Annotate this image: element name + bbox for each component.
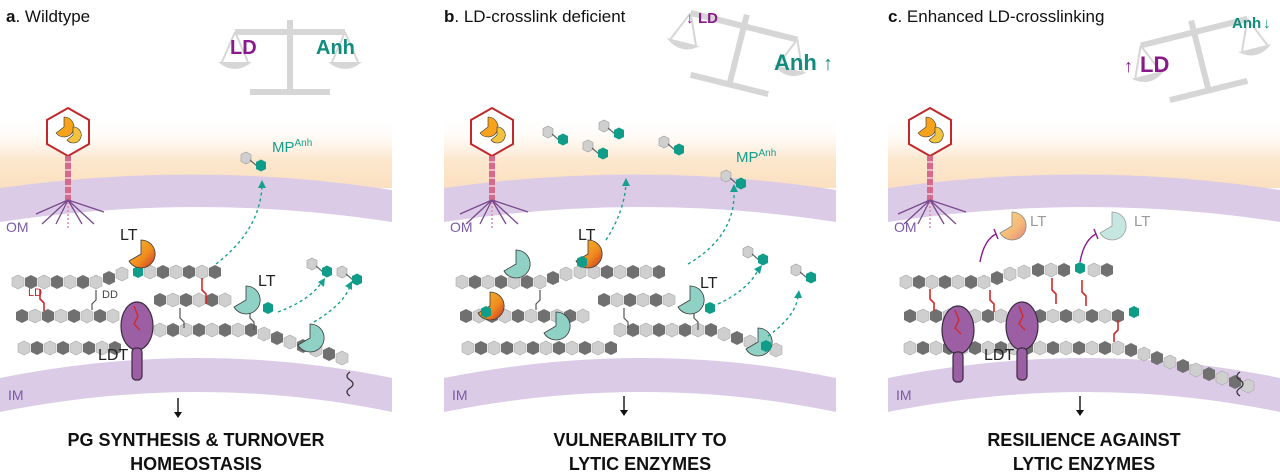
caption-line1: RESILIENCE AGAINST: [987, 430, 1180, 450]
scale-ld-label: LD: [230, 37, 257, 59]
arrowheads: [622, 178, 802, 298]
panel-c-title: c. Enhanced LD-crosslinking: [888, 7, 1104, 26]
panel-a: OM IM a. Wildtype LD Anh MPAnh LD DD: [0, 7, 392, 474]
caption-line2: HOMEOSTASIS: [130, 454, 262, 474]
ldt-enzyme: [120, 301, 154, 381]
lt-label-faded: LT: [1030, 213, 1046, 230]
lt-enzyme: [233, 285, 261, 315]
inner-membrane: [0, 358, 392, 412]
caption-line2: LYTIC ENZYMES: [569, 454, 711, 474]
dd-crosslink-label: DD: [102, 289, 118, 301]
scale-ld-label: LD: [1140, 52, 1169, 77]
panel-b-title: b. LD-crosslink deficient: [444, 7, 626, 26]
arrowheads: [258, 180, 352, 290]
lt-label-2: LT: [258, 273, 276, 290]
ld-up-arrow-icon: ↑: [1124, 56, 1133, 76]
scale-anh-label: Anh: [316, 37, 355, 59]
ldt-enzyme: [941, 305, 975, 383]
lt-enzyme-inactive: [999, 211, 1027, 241]
scale-ld-label: LD: [698, 10, 718, 27]
ldt-enzyme: [1005, 301, 1039, 381]
ldt-label: LDT: [984, 347, 1014, 364]
ld-down-arrow-icon: ↓: [686, 10, 694, 27]
lt-label-faded-2: LT: [1134, 213, 1150, 230]
release-arrows: [605, 183, 799, 337]
lt-label: LT: [120, 227, 138, 244]
lt-label: LT: [578, 227, 596, 244]
muropeptide: [263, 302, 273, 314]
ld-crosslink-label: LD: [28, 287, 42, 299]
glycan-strands: [899, 262, 1255, 397]
anh-up-arrow-icon: ↑: [823, 53, 833, 75]
caption-line1: VULNERABILITY TO: [553, 430, 726, 450]
mp-anh-label: MPAnh: [272, 138, 312, 156]
lt-enzyme: [297, 323, 325, 353]
lt-label-2: LT: [700, 275, 718, 292]
im-label: IM: [452, 387, 468, 403]
release-arrows: [215, 185, 351, 323]
glycan-strands: [11, 264, 354, 397]
inner-membrane: [888, 358, 1280, 412]
om-label: OM: [6, 219, 29, 235]
im-label: IM: [896, 387, 912, 403]
anh-down-arrow-icon: ↓: [1263, 15, 1271, 32]
outer-membrane: [888, 174, 1280, 222]
panel-b: OM IM b. LD-crosslink deficient ↓ LD Anh…: [444, 0, 836, 474]
lt-enzyme: [503, 249, 531, 279]
panel-a-title: a. Wildtype: [6, 7, 90, 26]
peptide-crosslinks: [929, 278, 1119, 342]
om-label: OM: [894, 219, 917, 235]
im-label: IM: [8, 387, 24, 403]
lt-enzyme-inactive: [1099, 211, 1127, 241]
muropeptide-released: [306, 257, 363, 287]
inner-membrane: [444, 358, 836, 412]
panel-c: OM IM c. Enhanced LD-crosslinking Anh ↓ …: [888, 3, 1280, 474]
scale-anh-label: Anh: [1232, 15, 1261, 32]
glycan-strands: [455, 264, 783, 358]
inhibition-arcs: [979, 228, 1099, 263]
mp-anh-label: MPAnh: [736, 148, 776, 166]
caption-line2: LYTIC ENZYMES: [1013, 454, 1155, 474]
caption-line1: PG SYNTHESIS & TURNOVER: [67, 430, 324, 450]
ldt-label: LDT: [98, 347, 128, 364]
scale-anh-label: Anh: [774, 50, 817, 75]
lt-enzyme-active: [128, 239, 156, 269]
